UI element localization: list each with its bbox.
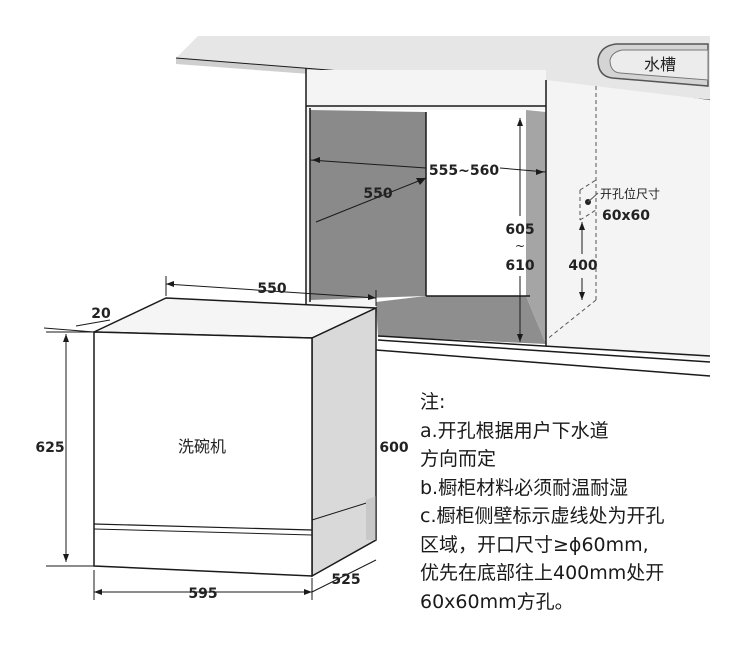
dishwasher-arrowheads: [63, 281, 376, 595]
hole-area-dashed: [545, 86, 597, 341]
dishwasher-label: 洗碗机: [178, 437, 226, 456]
note-line: b.橱柜材料必须耐温耐湿: [420, 476, 629, 499]
hole-leader: [587, 192, 599, 203]
note-line: 优先在底部往上400mm处开: [420, 562, 665, 584]
dim-machine-height: 625: [35, 440, 64, 456]
dim-cabinet-height-bottom: 610: [505, 258, 534, 274]
note-line: 区域，开口尺寸≥ϕ60mm,: [420, 533, 649, 556]
dim-machine-depth-top: 550: [257, 281, 286, 297]
hole-size: 60x60: [602, 208, 650, 224]
cabinet-outline: [305, 68, 711, 377]
installation-notes: 注: a.开孔根据用户下水道 方向而定 b.橱柜材料必须耐温耐湿 c.橱柜侧壁标…: [420, 388, 740, 616]
cabinet-right-wall: [546, 80, 710, 360]
cabinet-right-inner: [526, 110, 546, 344]
dim-machine-side-height: 600: [379, 440, 408, 456]
note-line: 60x60mm方孔。: [420, 590, 574, 613]
note-line: a.开孔根据用户下水道: [420, 419, 609, 442]
dishwasher: 洗碗机: [93, 297, 377, 578]
sink: 水槽: [597, 43, 709, 87]
cabinet-floor: [376, 296, 546, 344]
dim-hole-height: 400: [568, 258, 597, 274]
note-line: c.橱柜侧壁标示虚线处为开孔: [420, 505, 665, 527]
dim-cabinet-height-top: 605: [505, 222, 534, 238]
cabinet-left-inner: [310, 110, 426, 300]
dim-cabinet-depth: 550: [363, 186, 392, 202]
dim-cabinet-height-tilde: ~: [515, 239, 525, 253]
dim-machine-depth: 525: [331, 572, 360, 588]
hole-label: 开孔位尺寸: [600, 186, 660, 201]
note-line: 方向而定: [420, 448, 497, 470]
dishwasher-dimension-lines: [43, 276, 377, 600]
dimension-arrowheads: [312, 118, 585, 342]
dim-machine-width: 595: [188, 586, 217, 602]
dim-panel-thickness: 20: [91, 306, 111, 322]
sink-label: 水槽: [644, 55, 676, 74]
dishwasher-front: [93, 331, 313, 577]
cabinet-dimension-lines: [309, 118, 583, 342]
note-line: 注:: [420, 391, 446, 413]
cabinet-top-wall: [306, 70, 546, 110]
cabinet-back-panel: [426, 112, 526, 296]
dim-cabinet-width: 555~560: [429, 163, 499, 179]
